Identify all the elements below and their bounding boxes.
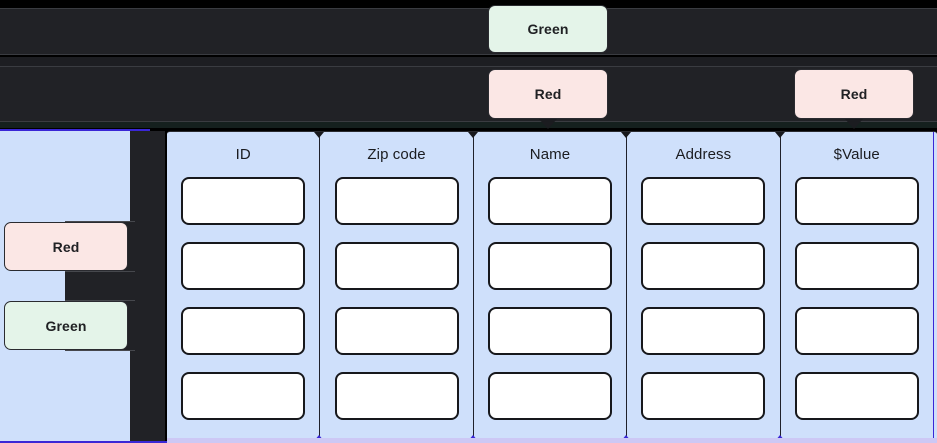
column-resize-handle-icon[interactable] xyxy=(621,132,632,138)
table-cell-input[interactable] xyxy=(181,177,306,225)
table-cell-input[interactable] xyxy=(641,177,766,225)
bottom-accent-band xyxy=(167,438,937,443)
toolbar-underline xyxy=(0,122,937,128)
table-cell-input[interactable] xyxy=(334,242,459,290)
table-column-id[interactable]: ID xyxy=(167,132,325,441)
table-column-zip-code[interactable]: Zip code xyxy=(320,132,478,441)
column-resize-handle-icon[interactable] xyxy=(467,132,478,138)
table-cell-input[interactable] xyxy=(487,307,612,355)
column-header-address: Address xyxy=(675,146,732,163)
column-resize-handle-icon[interactable] xyxy=(314,132,325,138)
column-header-name: Name xyxy=(529,146,571,163)
chevron-down-icon xyxy=(539,119,557,129)
sidebar-chip-green[interactable]: Green xyxy=(4,301,128,350)
column-header-id: ID xyxy=(235,146,251,163)
toolbar-row-2 xyxy=(0,66,937,122)
table-cell-input[interactable] xyxy=(641,307,766,355)
table-column-address[interactable]: Address xyxy=(627,132,785,441)
sidebar-bottom-accent xyxy=(0,441,167,443)
table-panel: ID Zip code Name Addres xyxy=(167,131,937,441)
toolbar-chip-red[interactable]: Red xyxy=(488,69,608,119)
table-cell-input[interactable] xyxy=(794,177,919,225)
sidebar-row-backdrop-2 xyxy=(65,272,135,301)
table-cell-input[interactable] xyxy=(181,372,306,420)
table-cell-input[interactable] xyxy=(334,307,459,355)
toolbar-chip-green-label: Green xyxy=(527,21,569,37)
column-header-zip-code: Zip code xyxy=(367,146,426,163)
table-cell-input[interactable] xyxy=(487,177,612,225)
table-cell-input[interactable] xyxy=(181,307,306,355)
column-header-value: $Value xyxy=(833,146,880,163)
table-cell-input[interactable] xyxy=(641,242,766,290)
table-cell-input[interactable] xyxy=(487,372,612,420)
toolbar-gap-1 xyxy=(0,57,937,66)
chevron-down-icon xyxy=(845,119,863,129)
toolbar-row-1 xyxy=(0,8,937,55)
table-cell-input[interactable] xyxy=(487,242,612,290)
toolbar-chip-red-2[interactable]: Red xyxy=(794,69,914,119)
table-column-value[interactable]: $Value xyxy=(781,132,934,441)
table-cell-input[interactable] xyxy=(794,307,919,355)
table-cell-input[interactable] xyxy=(641,372,766,420)
table-cell-input[interactable] xyxy=(794,372,919,420)
table-cell-input[interactable] xyxy=(334,177,459,225)
toolbar-chip-red-label: Red xyxy=(534,86,562,102)
sidebar-divider-strip xyxy=(130,131,165,441)
sidebar-chip-red-label: Red xyxy=(52,238,80,255)
table-cell-input[interactable] xyxy=(334,372,459,420)
table-column-name[interactable]: Name xyxy=(474,132,632,441)
sidebar-chip-red[interactable]: Red xyxy=(4,222,128,271)
column-resize-handle-icon[interactable] xyxy=(774,132,785,138)
sidebar-chip-green-label: Green xyxy=(45,317,87,334)
toolbar-chip-red-2-label: Red xyxy=(840,86,868,102)
table-cell-input[interactable] xyxy=(794,242,919,290)
table-cell-input[interactable] xyxy=(181,242,306,290)
toolbar-chip-green[interactable]: Green xyxy=(488,5,608,53)
